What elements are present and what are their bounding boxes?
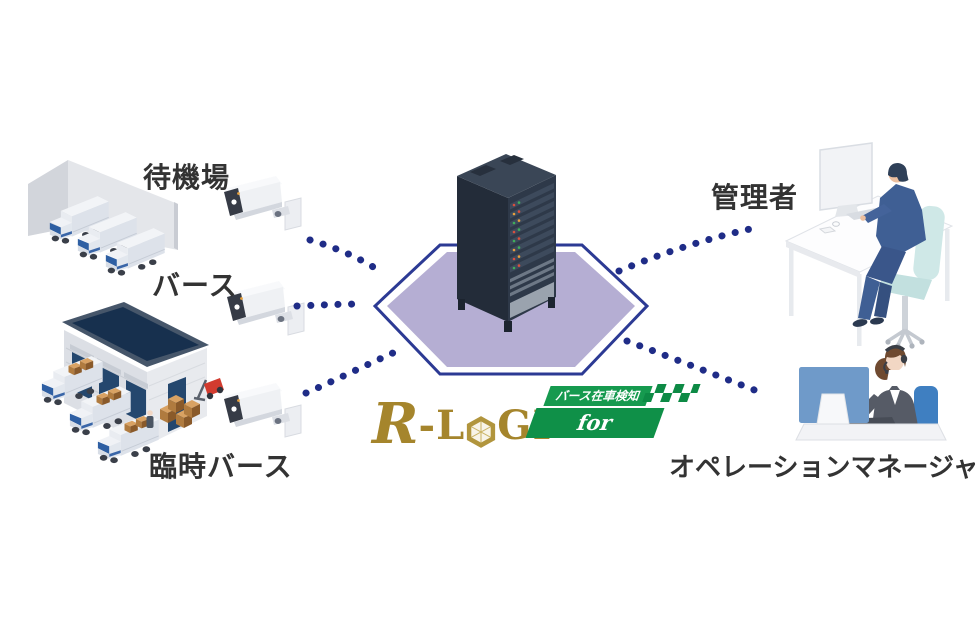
waiting-area-illustration <box>28 160 178 277</box>
operator-person <box>851 345 918 426</box>
administrator-label: 管理者 <box>711 182 799 213</box>
cctv-camera-icon <box>223 175 302 231</box>
logo-tagline-banner: バース在車検知 <box>543 386 653 406</box>
berth-label: バース <box>152 270 238 301</box>
desk <box>795 423 947 441</box>
checkered-flag-icon <box>642 384 701 402</box>
worker-icon <box>146 410 154 428</box>
temporary-berth-label: 臨時バース <box>149 451 293 482</box>
hexagon-gem-icon <box>467 416 496 448</box>
mouse-icon <box>832 221 840 227</box>
administrator-person <box>852 163 926 327</box>
cctv-camera-icon <box>226 280 305 336</box>
operation-manager-label: オペレーションマネージャー <box>669 452 975 482</box>
headset-icon <box>884 345 906 353</box>
cctv-camera-icon <box>223 382 302 438</box>
waiting-area-label: 待機場 <box>143 162 231 193</box>
operator-illustration <box>795 345 947 441</box>
logo-dash-l: -L <box>418 402 466 449</box>
administrator-illustration <box>784 142 954 349</box>
office-chair-icon <box>914 386 938 432</box>
dotted-connector <box>293 225 761 397</box>
monitor-icon <box>819 142 873 211</box>
server-rack-icon <box>457 154 556 332</box>
forklift-icon <box>193 378 224 402</box>
logo-product-banner: for Parking <box>525 408 665 465</box>
logo-r-script: R <box>372 391 419 457</box>
warehouse-icon <box>42 302 224 463</box>
